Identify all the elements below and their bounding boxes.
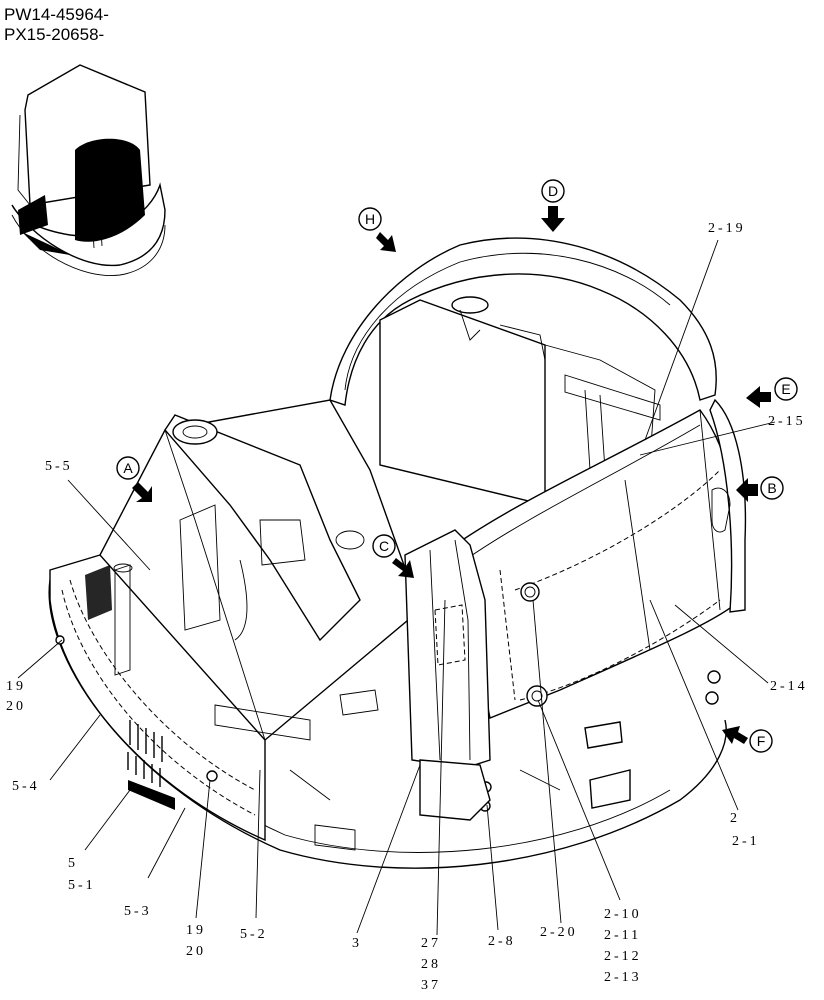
callout-2-8: 2-8 <box>488 934 516 949</box>
callout-20-left: 20 <box>6 699 26 714</box>
callout-5-3: 5-3 <box>124 904 152 919</box>
callout-2-19: 2-19 <box>708 221 746 236</box>
callout-2-15: 2-15 <box>768 414 806 429</box>
callout-2-1: 2-1 <box>732 834 760 849</box>
callout-27: 27 <box>421 936 441 951</box>
callout-3: 3 <box>352 936 362 951</box>
callout-5-2: 5-2 <box>240 927 268 942</box>
view-label-C: C <box>379 538 389 554</box>
view-marker-F: F <box>722 726 773 753</box>
callout-19-bottom: 19 <box>186 923 206 938</box>
leader-lines <box>17 239 776 936</box>
callout-2-20: 2-20 <box>540 925 578 940</box>
view-label-A: A <box>123 460 133 476</box>
view-label-H: H <box>365 211 375 227</box>
callout-2-12: 2-12 <box>604 949 642 964</box>
thumbnail-locator <box>11 64 166 276</box>
grille-slots <box>85 565 175 810</box>
callout-2-11: 2-11 <box>604 928 641 943</box>
side-cover <box>454 398 747 719</box>
view-marker-E: E <box>746 377 798 408</box>
callout-2-13: 2-13 <box>604 970 642 985</box>
view-marker-C: C <box>372 534 414 578</box>
callout-5: 5 <box>68 856 78 871</box>
view-label-D: D <box>548 183 558 199</box>
callout-2-10: 2-10 <box>604 907 642 922</box>
callout-37: 37 <box>421 978 441 993</box>
serial-range-1: PW14-45964- <box>4 5 109 24</box>
callout-2: 2 <box>730 811 740 826</box>
view-marker-H: H <box>358 207 396 252</box>
view-label-E: E <box>781 381 790 397</box>
callout-19-left: 19 <box>6 679 26 694</box>
view-marker-B: B <box>736 476 784 502</box>
callouts: 2-19 2-15 2-14 2 2-1 5-5 19 20 5-4 5 5-1… <box>6 221 808 993</box>
callout-5-5: 5-5 <box>45 459 73 474</box>
view-label-F: F <box>757 733 766 749</box>
callout-5-4: 5-4 <box>12 779 40 794</box>
view-marker-A: A <box>116 456 152 502</box>
callout-28: 28 <box>421 957 441 972</box>
serial-range-2: PX15-20658- <box>4 25 104 44</box>
callout-20-bottom: 20 <box>186 944 206 959</box>
front-pillar <box>404 529 491 821</box>
callout-2-14: 2-14 <box>770 679 808 694</box>
cab-canopy <box>329 237 717 506</box>
view-label-B: B <box>767 480 776 496</box>
view-marker-D: D <box>541 179 565 232</box>
callout-5-1: 5-1 <box>68 878 96 893</box>
machine-body <box>48 399 727 869</box>
